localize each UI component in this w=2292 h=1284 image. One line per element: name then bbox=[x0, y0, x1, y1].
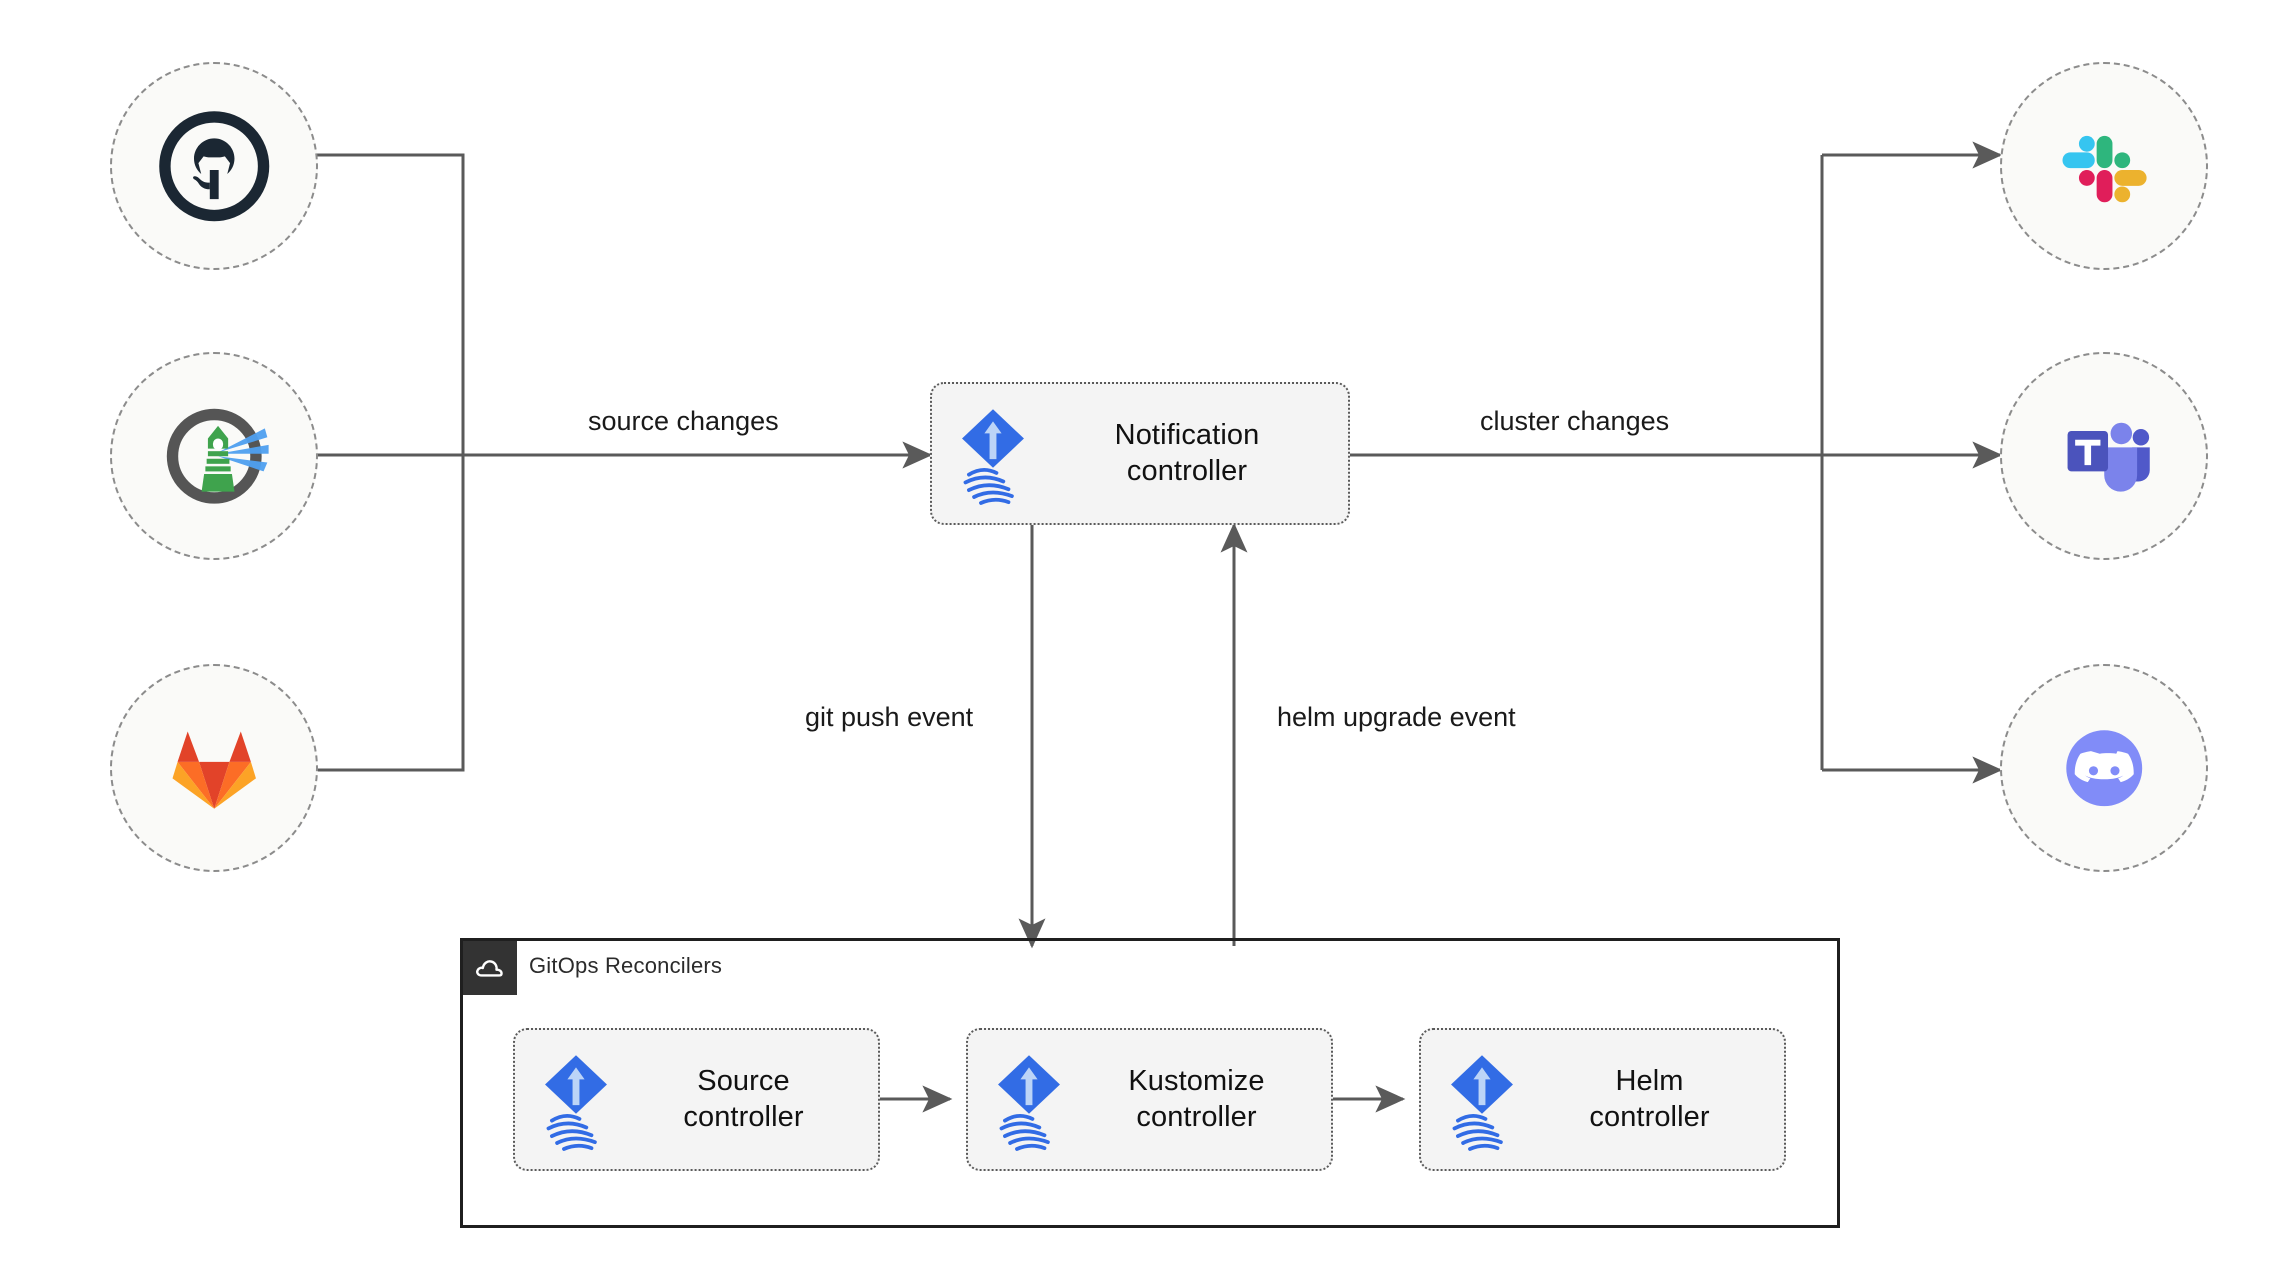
slack-icon bbox=[2062, 135, 2147, 203]
helm-controller-label: Helm controller bbox=[1525, 1064, 1784, 1135]
gitops-reconcilers-group: GitOps Reconcilers bbox=[460, 938, 1840, 1228]
cloud-icon bbox=[476, 960, 503, 977]
target-node-discord[interactable] bbox=[2000, 664, 2208, 872]
reconcilers-title: GitOps Reconcilers bbox=[529, 953, 723, 978]
target-node-slack[interactable] bbox=[2000, 62, 2208, 270]
kustomize-controller-box[interactable]: Kustomize controller bbox=[966, 1028, 1333, 1171]
gitlab-icon bbox=[172, 731, 256, 809]
notification-controller-label: Notification controller bbox=[1036, 418, 1348, 489]
source-controller-label: Source controller bbox=[619, 1064, 878, 1135]
source-controller-line1: Source bbox=[697, 1065, 790, 1098]
flux-logo-icon bbox=[962, 408, 1024, 505]
helm-controller-line1: Helm bbox=[1615, 1065, 1684, 1098]
source-node-flux[interactable] bbox=[110, 352, 318, 560]
target-node-teams[interactable] bbox=[2000, 352, 2208, 560]
kustomize-controller-line2: controller bbox=[1136, 1100, 1257, 1133]
reconcilers-tab bbox=[463, 941, 517, 995]
source-controller-box[interactable]: Source controller bbox=[513, 1028, 880, 1171]
flux-lighthouse-icon bbox=[166, 408, 269, 504]
flux-logo-icon bbox=[998, 1054, 1060, 1151]
helm-controller-line2: controller bbox=[1589, 1100, 1710, 1133]
kustomize-controller-line1: Kustomize bbox=[1128, 1065, 1265, 1098]
helm-controller-box[interactable]: Helm controller bbox=[1419, 1028, 1786, 1171]
source-controller-line2: controller bbox=[683, 1100, 804, 1133]
source-node-github[interactable] bbox=[110, 62, 318, 270]
ms-teams-icon bbox=[2067, 422, 2150, 492]
notification-controller-line2: controller bbox=[1126, 454, 1248, 487]
edge-label-helm-upgrade-event: helm upgrade event bbox=[1267, 700, 1526, 735]
source-node-gitlab[interactable] bbox=[110, 664, 318, 872]
flux-logo-icon bbox=[545, 1054, 607, 1151]
notification-controller-line1: Notification bbox=[1114, 419, 1260, 452]
github-icon bbox=[158, 110, 270, 222]
notification-controller-box[interactable]: Notification controller bbox=[930, 382, 1350, 525]
edge-label-git-push-event: git push event bbox=[795, 700, 984, 735]
kustomize-controller-label: Kustomize controller bbox=[1072, 1064, 1331, 1135]
flux-logo-icon bbox=[1451, 1054, 1513, 1151]
edge-label-source-changes: source changes bbox=[578, 404, 789, 439]
discord-icon bbox=[2066, 730, 2142, 806]
edge-label-cluster-changes: cluster changes bbox=[1470, 404, 1680, 439]
